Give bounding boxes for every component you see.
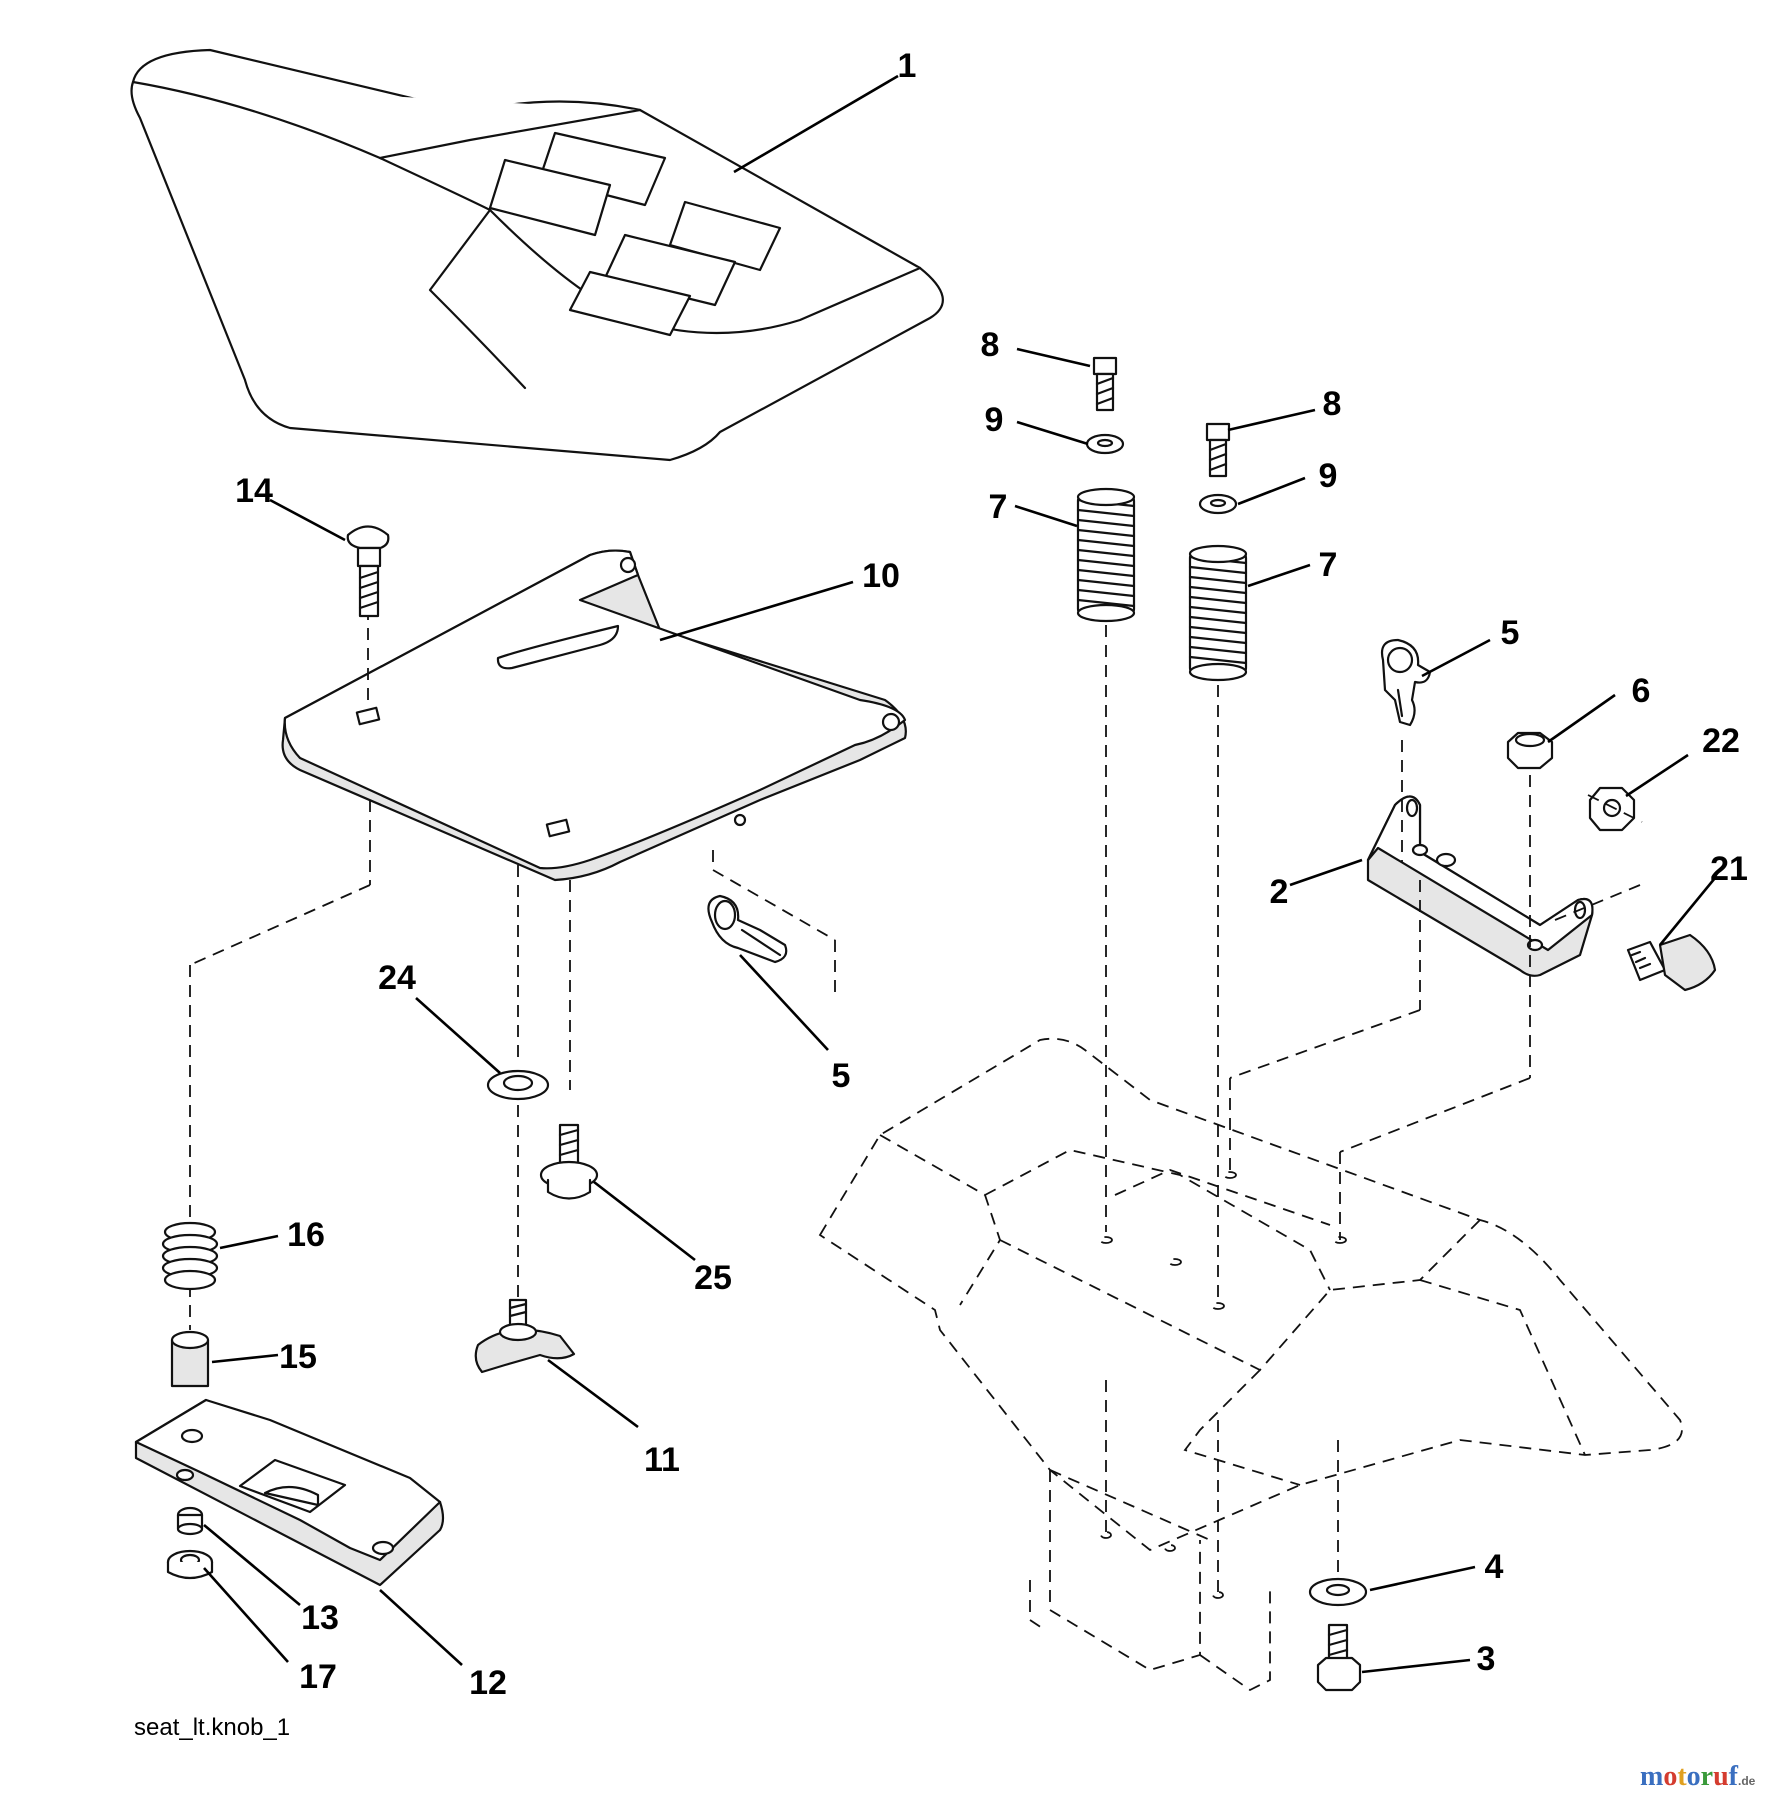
seat-pan (281, 549, 907, 882)
watermark-logo: motoruf.de (1640, 1761, 1756, 1792)
callout-washer-right: 9 (985, 401, 1004, 439)
callout-carriage-bolt: 14 (235, 472, 273, 510)
assembly-guides-left (189, 608, 836, 1330)
nut-small (176, 1506, 204, 1536)
wire-clip-right (1380, 638, 1432, 727)
callout-flat-washer: 24 (378, 959, 416, 997)
callout-seat-bolt-right: 8 (981, 326, 1000, 364)
callout-spacer: 15 (279, 1338, 317, 1376)
callout-washer-bottom: 4 (1485, 1548, 1504, 1586)
wire-clip-left (707, 894, 788, 964)
callout-screw: 25 (694, 1259, 732, 1297)
callout-nut-flange-small: 17 (299, 1658, 337, 1696)
pivot-bracket (1366, 795, 1594, 977)
spring-right (1076, 487, 1136, 623)
callout-shoulder-bolt: 21 (1710, 850, 1748, 888)
callout-flange-nut: 22 (1702, 722, 1740, 760)
callout-bolt-bottom: 3 (1477, 1640, 1496, 1678)
assembly-guides-right (1105, 625, 1643, 1600)
washer-bottom (1308, 1577, 1368, 1607)
spring-small (161, 1221, 219, 1291)
seat-bolt-left (1205, 422, 1231, 478)
callout-nut: 6 (1632, 672, 1651, 710)
callout-slide-plate: 12 (469, 1664, 507, 1702)
knob (474, 1298, 576, 1374)
callout-pivot-bracket: 2 (1270, 873, 1289, 911)
washer-left (1198, 493, 1238, 515)
callout-washer-left: 9 (1319, 457, 1338, 495)
callout-nut-small: 13 (301, 1599, 339, 1637)
callout-spring-small: 16 (287, 1216, 325, 1254)
spring-left (1188, 544, 1248, 682)
svg-text:motoruf.de: motoruf.de (1640, 1761, 1756, 1792)
nut (1506, 731, 1554, 770)
spacer (170, 1330, 210, 1388)
washer-right (1085, 433, 1125, 455)
diagram-caption: seat_lt.knob_1 (134, 1714, 290, 1741)
callout-seat-pan: 10 (862, 557, 900, 595)
callout-spring-left: 7 (1319, 546, 1338, 584)
callout-seat-bolt-left: 8 (1323, 385, 1342, 423)
callout-wire-clip-right: 5 (1501, 614, 1520, 652)
bolt-bottom (1316, 1623, 1362, 1692)
nut-flange-small (166, 1549, 214, 1580)
flat-washer (486, 1069, 550, 1101)
leader-lines (203, 74, 1717, 1674)
slide-plate (134, 1398, 445, 1587)
seat (130, 48, 944, 462)
callout-knob: 11 (644, 1441, 680, 1479)
seat-bolt-right (1092, 356, 1118, 412)
callout-labels: 1 8 8 9 9 7 7 14 10 5 5 6 22 2 21 24 25 … (235, 47, 1748, 1702)
carriage-bolt (346, 525, 390, 618)
callout-seat: 1 (898, 47, 917, 85)
tractor-frame (818, 1037, 1683, 1692)
shoulder-bolt (1626, 933, 1717, 992)
callout-wire-clip-left: 5 (832, 1057, 851, 1095)
seat-cushion-pattern (488, 131, 782, 337)
callout-spring-right: 7 (989, 488, 1008, 526)
screw (539, 1123, 599, 1200)
